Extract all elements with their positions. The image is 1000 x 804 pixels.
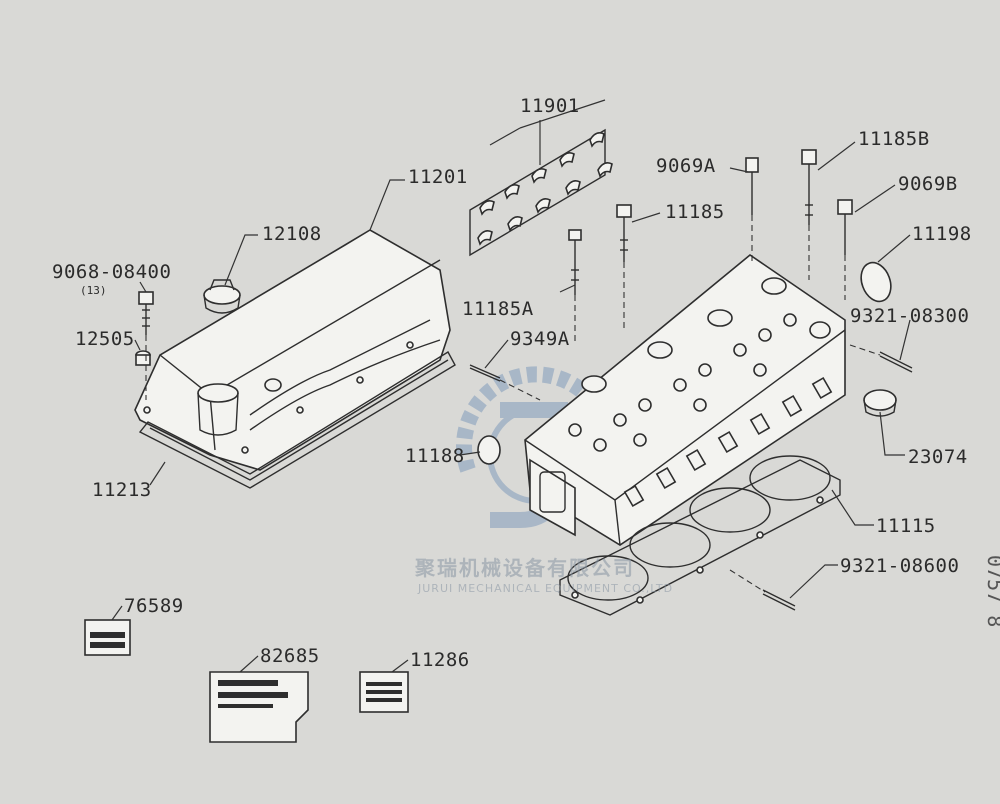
oil-filler-cap-12108: [203, 279, 241, 314]
head-bolt-9069A: [745, 157, 759, 215]
label-plate-11286: [359, 671, 409, 713]
label-76589: 76589: [124, 595, 184, 617]
bearing-shells-11901: [469, 99, 613, 257]
label-11188: 11188: [405, 445, 465, 467]
label-12505: 12505: [75, 328, 135, 350]
label-11185A: 11185A: [462, 298, 534, 320]
label-11901: 11901: [520, 95, 580, 117]
label-82685: 82685: [260, 645, 320, 667]
head-bolt-11185: [616, 204, 632, 262]
valve-cover-11201: [134, 229, 451, 471]
watermark-chinese-text: 聚瑞机械设备有限公司: [414, 556, 635, 580]
label-9068-qty: (13): [80, 284, 107, 297]
label-11201: 11201: [408, 166, 468, 188]
label-11213: 11213: [92, 479, 152, 501]
label-plate-82685: [209, 671, 309, 743]
label-12108: 12108: [262, 223, 322, 245]
leader-lines: [111, 141, 911, 673]
label-9349A: 9349A: [510, 328, 570, 350]
stud-9321-08300: [879, 351, 913, 373]
label-11185: 11185: [665, 201, 725, 223]
valve-cover-gasket-11213: [138, 351, 456, 489]
head-gasket-11115: [559, 455, 841, 616]
label-11115: 11115: [876, 515, 936, 537]
label-9069B: 9069B: [898, 173, 958, 195]
part-labels: 11901 11201 12108 9068-08400 (13) 12505 …: [52, 95, 972, 671]
label-23074: 23074: [908, 446, 968, 468]
label-11198: 11198: [912, 223, 972, 245]
head-bolt-11185A: [568, 229, 582, 295]
head-bolt-11185B: [801, 149, 817, 225]
bolt-9068: [138, 291, 154, 335]
label-11185B: 11185B: [858, 128, 930, 150]
label-plate-76589: [84, 619, 131, 656]
label-9321-08300: 9321-08300: [850, 305, 969, 327]
label-9321-08600: 9321-08600: [840, 555, 959, 577]
watermark-english-text: JURUI MECHANICAL EQUIPMENT CO.,LTD: [417, 582, 673, 595]
label-11286: 11286: [410, 649, 470, 671]
cylinder-head: [524, 254, 846, 546]
label-9068-08400: 9068-08400: [52, 261, 171, 283]
plug-11188: [477, 435, 501, 465]
stud-9321-08600: [762, 589, 796, 611]
stud-9349A: [469, 364, 501, 382]
edge-phone-text: 0757 8: [983, 555, 1000, 627]
head-bolt-9069B: [837, 199, 853, 255]
plug-11198: [860, 261, 892, 303]
label-9069A: 9069A: [656, 155, 716, 177]
seal-washer-12505: [135, 350, 151, 366]
